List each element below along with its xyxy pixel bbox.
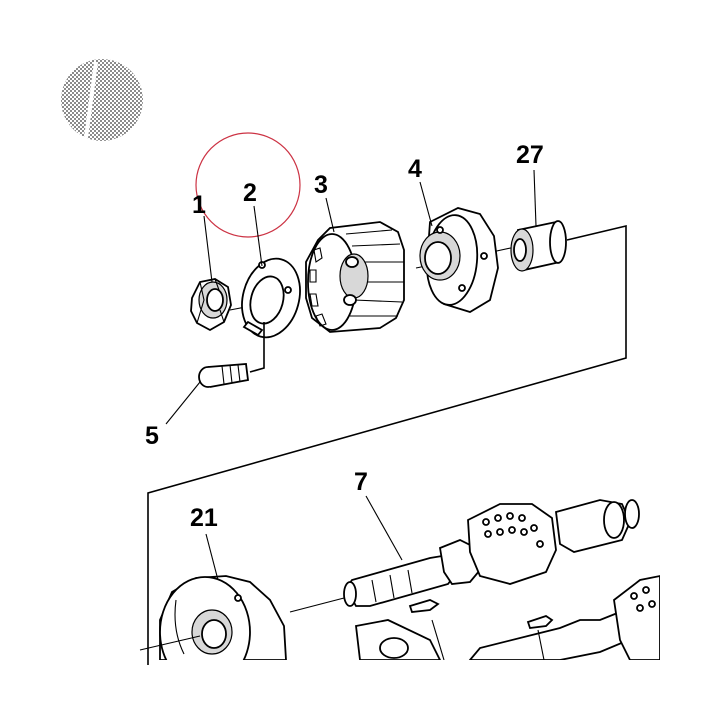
callout-21: 21 bbox=[190, 504, 218, 532]
callout-4: 4 bbox=[408, 155, 422, 183]
callout-labels: 1 2 3 4 27 5 7 21 bbox=[145, 141, 544, 532]
housing-axis-line bbox=[139, 635, 201, 651]
callout-2: 2 bbox=[243, 179, 257, 207]
part-1-nut bbox=[190, 278, 232, 332]
part-27-bush bbox=[510, 220, 567, 272]
assembly-frame-line bbox=[147, 224, 627, 665]
callout-3: 3 bbox=[314, 171, 328, 199]
part-21-housing bbox=[159, 575, 287, 660]
part-2-lock-plate bbox=[241, 257, 301, 339]
part-4-flanged-hub bbox=[419, 207, 499, 313]
callout-5: 5 bbox=[145, 422, 159, 450]
callout-27: 27 bbox=[516, 141, 544, 169]
part-3-toothed-pulley bbox=[305, 221, 405, 333]
lower-parts-group bbox=[355, 575, 660, 660]
callout-1: 1 bbox=[192, 191, 206, 219]
part-7-camshaft bbox=[343, 499, 640, 607]
callout-7: 7 bbox=[354, 468, 368, 496]
dotted-logo-disc bbox=[61, 59, 143, 141]
part-5-bolt bbox=[198, 322, 265, 388]
highlight-circle bbox=[195, 132, 301, 238]
leader-lines bbox=[165, 169, 537, 581]
